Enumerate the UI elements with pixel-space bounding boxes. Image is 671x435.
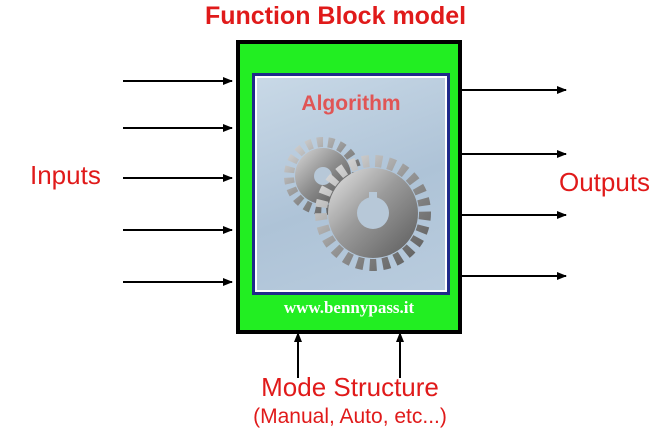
algorithm-panel: Algorithm <box>252 73 450 295</box>
website-label: www.bennypass.it <box>283 298 415 317</box>
outputs-label: Outputs <box>559 167 651 197</box>
mode-structure-label: Mode Structure <box>261 372 439 402</box>
inputs-label: Inputs <box>30 160 101 190</box>
mode-structure-sublabel: (Manual, Auto, etc...) <box>253 405 447 428</box>
algorithm-label: Algorithm <box>301 92 401 115</box>
diagram-title: Function Block model <box>204 2 467 30</box>
gears-icon <box>284 137 431 271</box>
